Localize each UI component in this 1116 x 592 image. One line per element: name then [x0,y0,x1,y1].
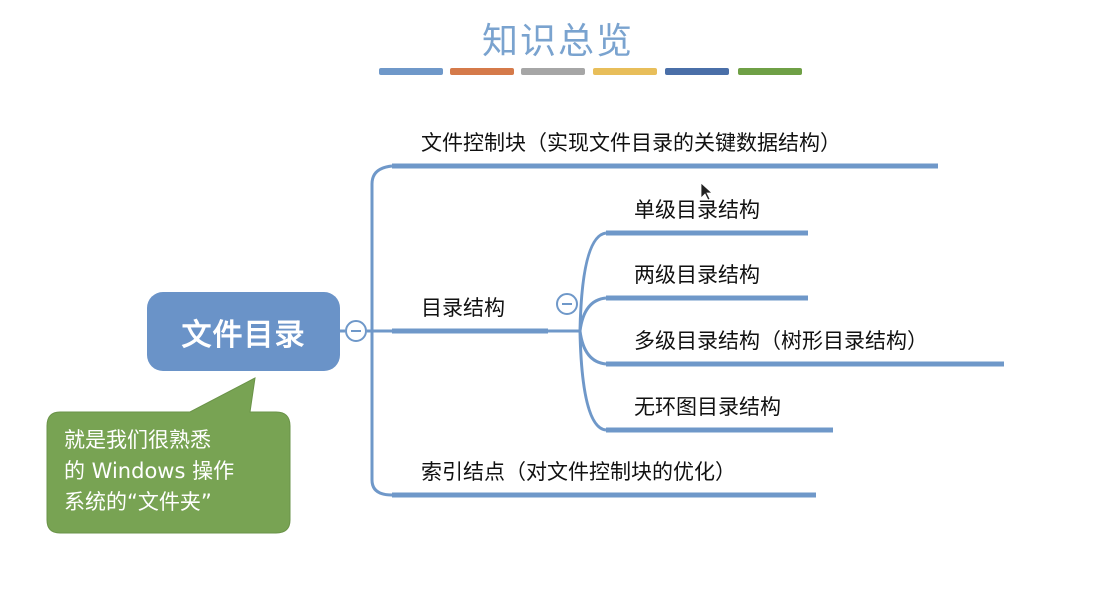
sub-branch-two[interactable]: 两级目录结构 [634,263,760,287]
color-bar-4 [593,68,657,75]
branch-index-node[interactable]: 索引结点（对文件控制块的优化） [421,460,736,484]
color-bar-1 [379,68,443,75]
callout-line-3: 系统的“文件夹” [64,490,212,514]
color-bar-2 [450,68,514,75]
sub-branch-acyclic[interactable]: 无环图目录结构 [634,395,781,419]
collapse-dir-structure-button[interactable] [556,293,578,315]
mouse-cursor-icon [700,182,714,201]
color-bar-6 [738,68,802,75]
branch-fcb[interactable]: 文件控制块（实现文件目录的关键数据结构） [421,131,841,155]
color-bar-5 [665,68,729,75]
sub-branch-single[interactable]: 单级目录结构 [634,198,760,222]
root-node-file-directory[interactable]: 文件目录 [147,292,340,371]
slide-title: 知识总览 [481,21,634,62]
branch-dir-structure[interactable]: 目录结构 [421,296,505,320]
callout-bubble [46,377,291,534]
callout-line-1: 就是我们很熟悉 [64,428,211,452]
callout-line-2: 的 Windows 操作 [64,459,235,483]
color-bar-3 [521,68,585,75]
sub-branch-multi[interactable]: 多级目录结构（树形目录结构） [634,329,928,353]
root-node-label: 文件目录 [181,317,306,353]
collapse-root-button[interactable] [345,320,367,342]
callout-text: 就是我们很熟悉 的 Windows 操作 系统的“文件夹” [64,425,284,518]
